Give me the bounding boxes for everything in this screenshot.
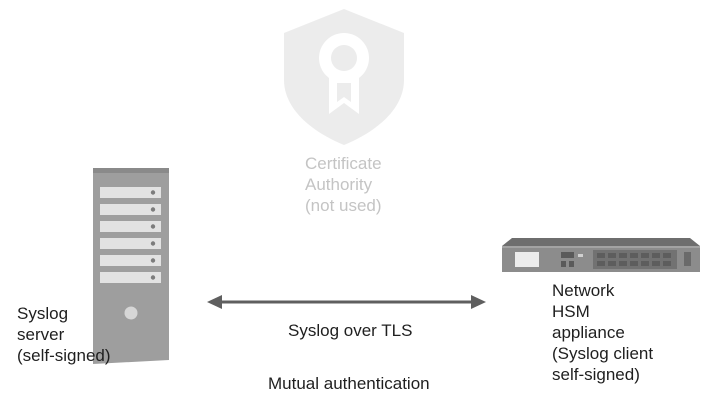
appliance-label-line: (Syslog client (552, 344, 654, 363)
server-tower-icon (93, 168, 169, 364)
mutual-auth-label: Mutual authentication (268, 374, 430, 393)
appliance-label-line: HSM (552, 302, 590, 321)
server-label-line: Syslog (17, 304, 69, 323)
syslog-server-label: Syslog server (self-signed) (17, 303, 111, 366)
ca-label-line: (not used) (305, 196, 382, 215)
protocol-label: Syslog over TLS (288, 321, 413, 340)
appliance-label-line: appliance (552, 323, 625, 342)
tls-connection-arrow (207, 295, 486, 309)
certificate-shield-icon (284, 9, 404, 145)
server-label-line: server (17, 325, 65, 344)
ca-label-line: Authority (305, 175, 373, 194)
appliance-label-line: Network (552, 281, 615, 300)
certificate-authority-label: Certificate Authority (not used) (305, 153, 382, 216)
hsm-appliance-label: Network HSM appliance (Syslog client sel… (552, 280, 653, 385)
appliance-label-line: self-signed) (552, 365, 640, 384)
rack-appliance-icon (502, 238, 700, 272)
server-label-line: (self-signed) (17, 346, 111, 365)
ca-label-line: Certificate (305, 154, 382, 173)
